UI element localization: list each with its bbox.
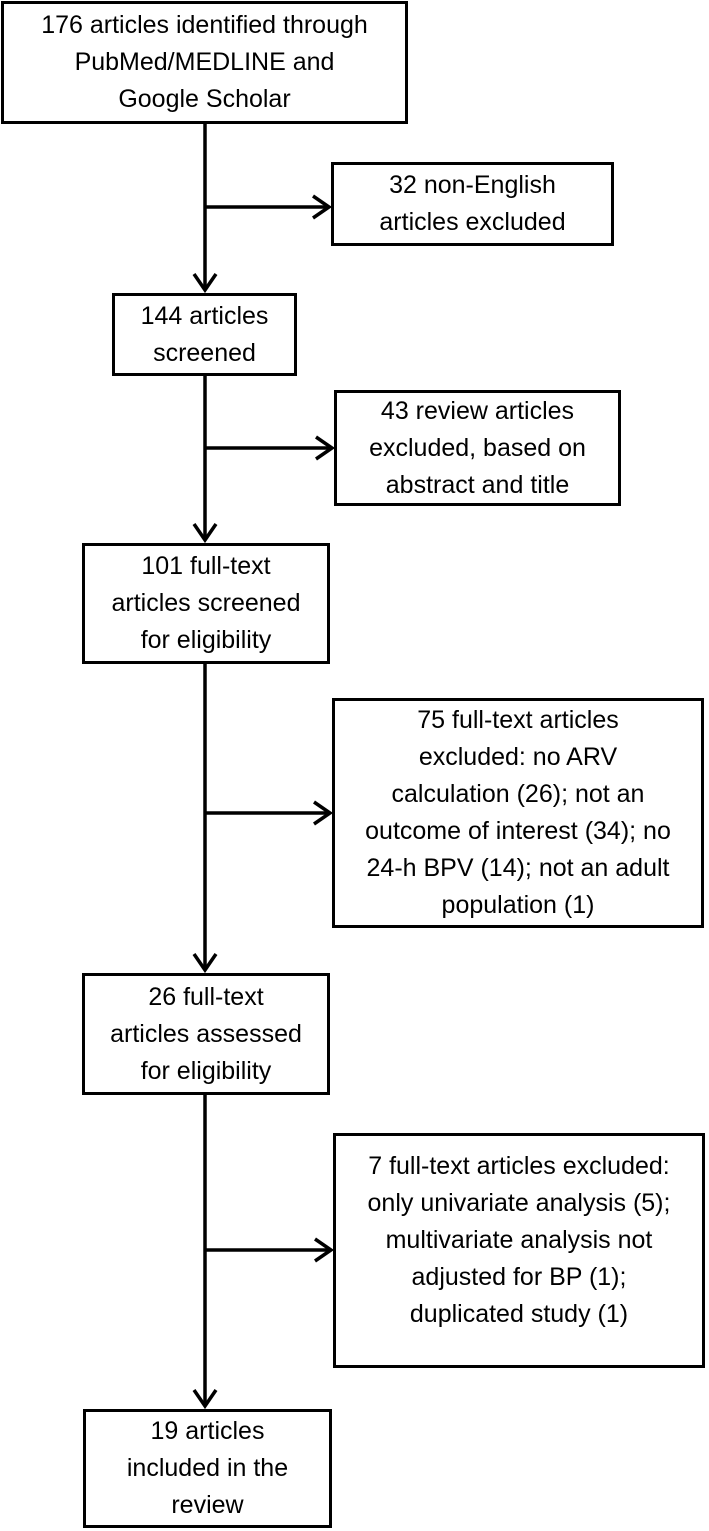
node-excluded-non-english: 32 non-English articles excluded (331, 162, 614, 246)
node-excluded-fulltext-75: 75 full-text articles excluded: no ARV c… (332, 698, 704, 928)
arrow-screened-to-fulltext-screened (192, 376, 218, 544)
node-articles-screened: 144 articles screened (112, 293, 297, 376)
arrow-fulltext-screened-to-assessed (192, 664, 218, 974)
node-fulltext-screened: 101 full-text articles screened for elig… (82, 543, 330, 664)
arrow-to-excluded-7 (205, 1237, 335, 1263)
node-excluded-review-articles: 43 review articles excluded, based on ab… (334, 390, 621, 506)
arrow-identified-to-screened (192, 124, 218, 294)
arrow-to-excluded-review (205, 435, 336, 461)
node-fulltext-assessed: 26 full-text articles assessed for eligi… (82, 973, 330, 1095)
arrow-assessed-to-included (192, 1095, 218, 1410)
node-articles-identified: 176 articles identified through PubMed/M… (1, 1, 408, 124)
arrow-to-excluded-75 (205, 800, 334, 826)
arrow-to-excluded-non-english (205, 194, 333, 220)
node-excluded-fulltext-7: 7 full-text articles excluded: only univ… (333, 1133, 705, 1368)
node-articles-included: 19 articles included in the review (83, 1409, 332, 1528)
